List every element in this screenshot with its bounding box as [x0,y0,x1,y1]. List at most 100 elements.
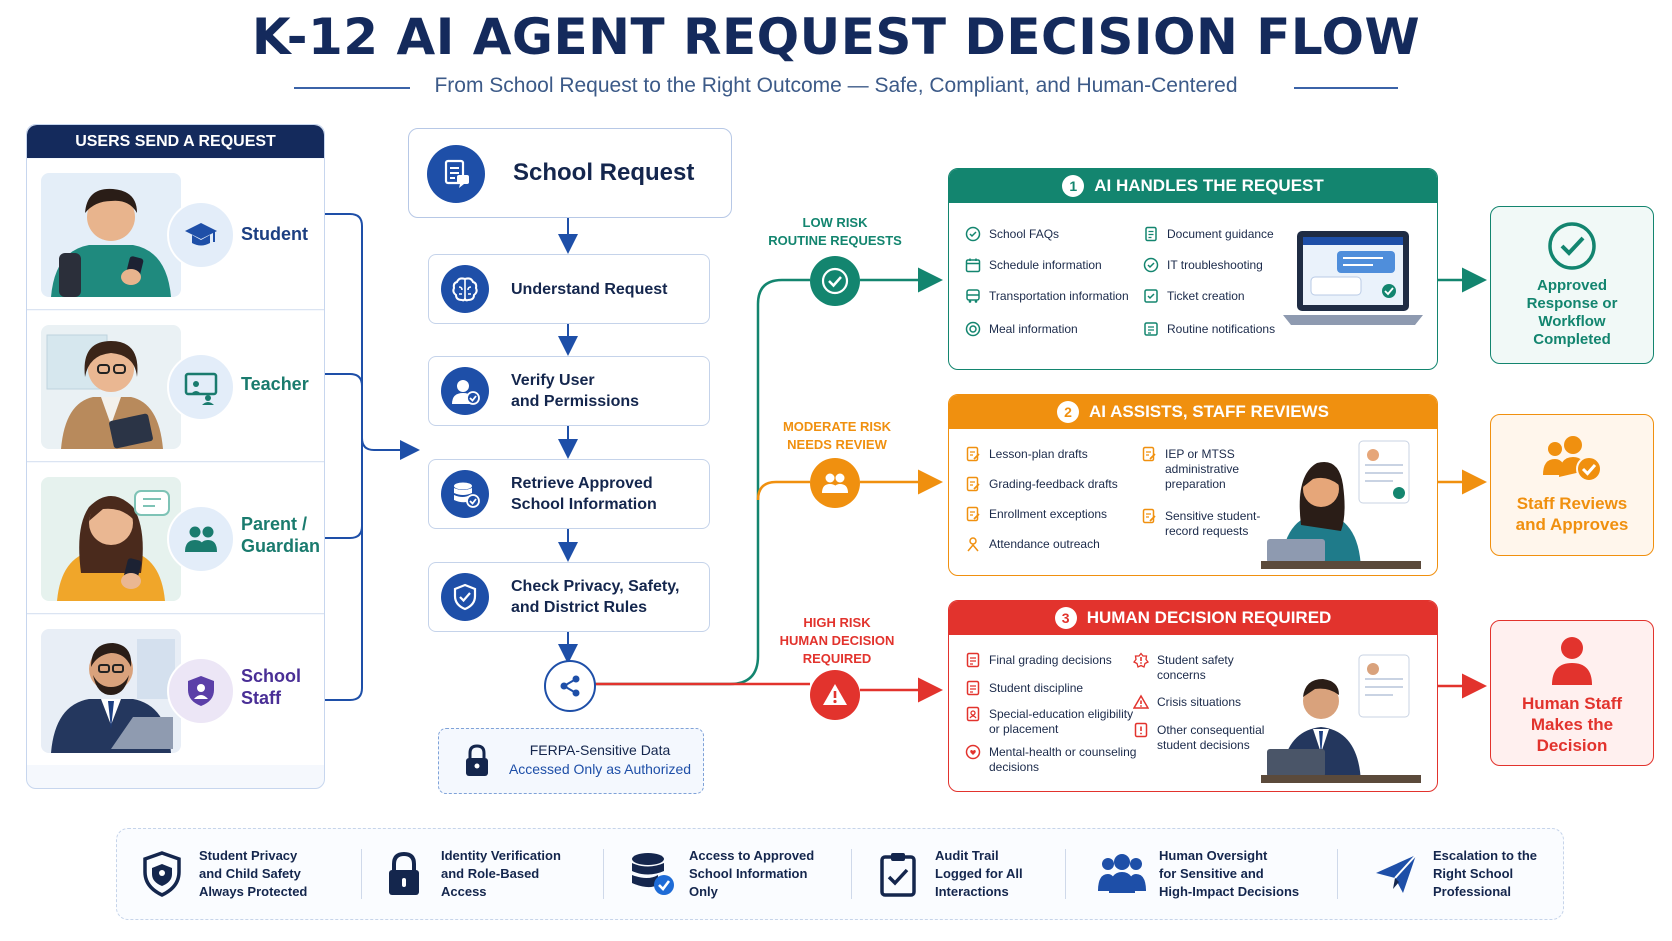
risk-moderate-line1: MODERATE RISK [782,419,892,434]
item-schedule: Schedule information [965,258,1102,273]
item-enrollment: Enrollment exceptions [965,506,1108,522]
outcome-approved-line4: Completed [1533,331,1611,348]
staff-approve-icon [1541,435,1603,485]
panel-ai-assists: 2 AI ASSISTS, STAFF REVIEWS Lesson-plan … [948,394,1438,576]
edit-document-icon [1142,508,1156,524]
safeguard-audit-line2: Logged for All [935,866,1023,881]
safeguard-oversight-line3: High-Impact Decisions [1159,884,1300,899]
document-icon [1145,226,1157,242]
item-attendance: Attendance outreach [965,537,1100,552]
low-risk-check-icon [810,256,860,306]
alert-badge-icon [1133,652,1149,668]
outcome-staff-line2: and Approves [1515,515,1629,534]
item-iep-line1: IEP or MTSS [1165,447,1235,461]
school-request-box: School Request [408,128,732,218]
user-card-staff[interactable]: School Staff [27,615,324,765]
item-student-discipline-text: Student discipline [989,681,1084,695]
item-routine-notifications: Routine notifications [1143,322,1275,337]
user-card-student[interactable]: Student [27,159,324,310]
item-ticket-creation: Ticket creation [1143,289,1245,304]
risk-label-low: LOW RISK ROUTINE REQUESTS [760,214,910,250]
outcome-staff-reviews: Staff Reviews and Approves [1490,414,1654,556]
safeguard-divider [603,849,604,899]
safeguard-approved-line1: Access to Approved [689,848,815,863]
person-icon [967,537,979,552]
safeguard-audit-line1: Audit Trail [935,848,999,863]
outcome-human-line2: Makes the [1530,715,1614,734]
step-check-line1: Check Privacy, Safety, [511,578,680,595]
risk-low-line1: LOW RISK [802,215,868,230]
risk-label-high: HIGH RISK HUMAN DECISION REQUIRED [762,614,912,668]
user-card-parent[interactable]: Parent / Guardian [27,463,324,614]
panel-3-title: HUMAN DECISION REQUIRED [1086,608,1332,627]
item-enrollment-text: Enrollment exceptions [989,507,1108,521]
graduation-cap-icon [167,201,235,269]
outcome-human-line3: Decision [1536,736,1608,755]
step-retrieve-line2: School Information [511,496,657,513]
item-grading-feedback: Grading-feedback drafts [965,476,1118,492]
lock-icon [379,849,429,899]
laptop-chat-illustration [1283,231,1423,325]
step-verify-line1: Verify User [511,372,595,389]
shield-check-icon [441,573,489,621]
user-check-icon [441,367,489,415]
staff-shield-icon [167,657,235,725]
heart-head-icon [965,744,981,760]
item-schedule-text: Schedule information [989,258,1102,272]
item-crisis: Crisis situations [1133,694,1241,710]
item-iep-line3: preparation [1165,477,1226,491]
item-grading-feedback-text: Grading-feedback drafts [989,477,1118,491]
outcome-human-decision: Human Staff Makes the Decision [1490,620,1654,766]
item-it-troubleshooting-text: IT troubleshooting [1167,258,1263,272]
role-label-parent: Parent / Guardian [241,513,320,557]
outcome-staff-line1: Staff Reviews [1516,494,1628,513]
item-meal-text: Meal information [989,322,1078,336]
risk-high-line3: REQUIRED [802,651,872,666]
step-verify-label: Verify User and Permissions [511,357,639,425]
document-icon [966,652,980,668]
role-label-student-text: Student [241,224,308,244]
item-sensitive-line2: record requests [1165,524,1249,538]
moderate-risk-people-icon [810,458,860,508]
item-school-faqs: School FAQs [965,226,1059,242]
panel-ai-handles: 1 AI HANDLES THE REQUEST School FAQs Sch… [948,168,1438,370]
student-portrait [41,173,181,297]
safeguard-oversight-line2: for Sensitive and [1159,866,1264,881]
brain-icon [441,265,489,313]
item-final-grading-text: Final grading decisions [989,653,1112,667]
role-label-parent-line2: Guardian [241,536,321,556]
paper-plane-icon [1371,849,1421,899]
safeguard-escalation-line1: Escalation to the [1433,848,1538,863]
item-sensitive-records: Sensitive student-record requests [1141,508,1260,539]
step-retrieve-information: Retrieve Approved School Information [428,459,710,529]
safeguard-privacy-line3: Always Protected [199,884,308,899]
human-decision-illustration [1261,654,1421,783]
group-icon [1097,849,1147,899]
panel-2-number: 2 [1057,401,1080,423]
item-routine-notifications-text: Routine notifications [1167,322,1276,336]
user-card-teacher[interactable]: Teacher [27,311,324,462]
safeguard-escalation-line3: Professional [1433,884,1512,899]
parent-group-icon [167,505,235,573]
page-subtitle: From School Request to the Right Outcome… [434,74,1238,97]
chat-check-icon [965,226,981,242]
item-other-line1: Other consequential [1157,723,1265,737]
document-alert-icon [1134,722,1148,738]
panel-ai-handles-header: 1 AI HANDLES THE REQUEST [949,169,1437,203]
panel-3-number: 3 [1054,607,1077,629]
